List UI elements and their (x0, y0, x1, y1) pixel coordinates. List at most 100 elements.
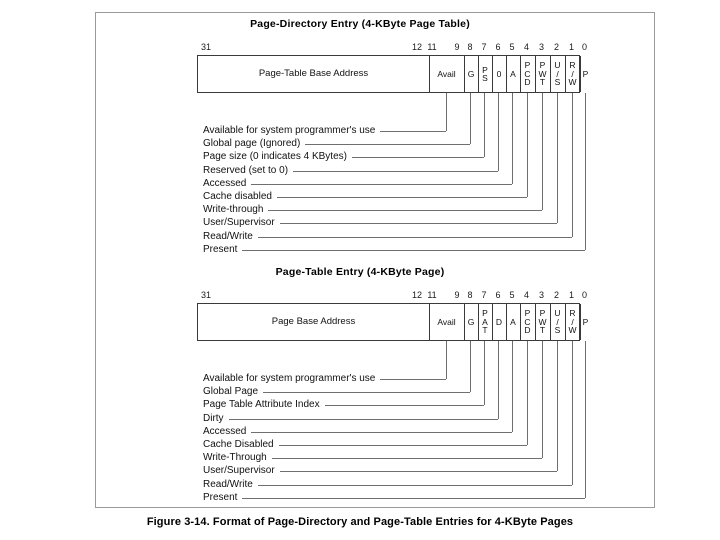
leader-line-vertical (571, 93, 573, 237)
field-separator (492, 304, 493, 340)
field-separator (520, 304, 521, 340)
bit-number: 6 (495, 290, 501, 300)
field-avail: Avail (429, 304, 464, 340)
field-label-line: P (482, 64, 488, 75)
field-label-line: S (554, 325, 561, 336)
callout-label: Page size (0 indicates 4 KBytes) (203, 152, 350, 163)
field-label-line: P (539, 308, 546, 319)
leader-line-horizontal (380, 131, 446, 132)
callout-label: Read/Write (203, 479, 256, 490)
bit-number: 6 (495, 42, 501, 52)
bit-number: 3 (538, 42, 544, 52)
leader-line-horizontal (242, 497, 585, 499)
leader-line-horizontal (351, 157, 484, 159)
leader-line-vertical (541, 93, 543, 211)
leader-line-vertical (470, 93, 471, 145)
leader-line-horizontal (251, 431, 512, 433)
callout-label: Global Page (203, 387, 262, 398)
field-p: P (580, 56, 591, 92)
field-separator (506, 304, 507, 340)
field-g: G (464, 56, 478, 92)
field-label-line: D (495, 316, 503, 327)
bit-number: 12 (411, 42, 422, 52)
bit-number: 0 (581, 42, 587, 52)
callout-label: Read/Write (203, 231, 256, 242)
bit-number: 2 (553, 290, 559, 300)
bit-number: 31 (201, 42, 212, 52)
field-a: A (506, 304, 520, 340)
leader-line-horizontal (242, 249, 585, 251)
field-separator (506, 56, 507, 92)
field-label-line: 0 (496, 68, 502, 79)
leader-line-vertical (526, 93, 528, 197)
field-label-line: G (467, 316, 475, 327)
field-label-line: T (482, 325, 488, 336)
field-label-line: G (467, 68, 475, 79)
callout-label: Present (203, 492, 241, 503)
field-separator (550, 304, 551, 340)
field-a: A (506, 56, 520, 92)
callout-label: Write-through (203, 205, 267, 216)
bit-number: 11 (427, 290, 437, 300)
address-field-label: Page-Table Base Address (258, 67, 369, 79)
bit-number: 0 (581, 290, 587, 300)
field-label-line: C (524, 68, 531, 79)
bit-number: 5 (509, 42, 515, 52)
callout-label: Page Table Attribute Index (203, 400, 323, 411)
leader-line-horizontal (276, 197, 527, 198)
leader-line-horizontal (324, 405, 484, 407)
field-label-line: R (569, 60, 576, 71)
field-label-line: / (571, 68, 574, 79)
leader-line-vertical (541, 341, 543, 459)
bit-number: 4 (523, 42, 529, 52)
bit-number: 11 (427, 42, 437, 52)
field-r-w: R/W (565, 304, 580, 340)
callout-label: Present (203, 244, 241, 255)
bit-number: 7 (481, 42, 487, 52)
field-separator (565, 304, 566, 340)
diagram-title: Page-Directory Entry (4-KByte Page Table… (250, 18, 470, 30)
leader-line-vertical (556, 93, 558, 224)
leader-line-vertical (498, 93, 499, 171)
field-label-line: W (538, 68, 547, 79)
field-separator (478, 304, 479, 340)
bit-number: 9 (454, 290, 460, 300)
leader-line-horizontal (257, 236, 572, 238)
field-label-line: P (524, 60, 531, 71)
address-field-label: Page Base Address (271, 315, 356, 327)
bit-number: 8 (467, 42, 473, 52)
field-separator (535, 304, 536, 340)
leader-line-horizontal (268, 210, 542, 212)
leader-line-horizontal (263, 392, 470, 394)
callout-label: Dirty (203, 413, 227, 424)
leader-line-vertical (484, 341, 485, 406)
leader-line-vertical (445, 341, 447, 379)
leader-line-vertical (584, 341, 586, 498)
field-separator (464, 56, 465, 92)
field-separator (464, 304, 465, 340)
bit-number: 1 (568, 42, 574, 52)
leader-line-horizontal (278, 445, 527, 446)
callout-label: Cache disabled (203, 192, 275, 202)
leader-line-vertical (498, 341, 499, 419)
leader-line-horizontal (228, 418, 498, 420)
field-avail: Avail (429, 56, 464, 92)
page-border (95, 12, 655, 508)
field-label-line: W (568, 325, 577, 336)
figure-caption: Figure 3-14. Format of Page-Directory an… (146, 516, 574, 528)
page-directory-entry-diagram: Page-Directory Entry (4-KByte Page Table… (0, 0, 720, 260)
field-separator (478, 56, 479, 92)
field-u-s: U/S (550, 304, 565, 340)
callout-label: User/Supervisor (203, 218, 278, 229)
field-label-line: / (556, 68, 559, 79)
field-label-line: P (539, 60, 546, 71)
leader-line-vertical (556, 341, 558, 472)
bit-number: 7 (481, 290, 487, 300)
field-label-line: A (482, 316, 488, 327)
leader-line-vertical (584, 93, 586, 250)
